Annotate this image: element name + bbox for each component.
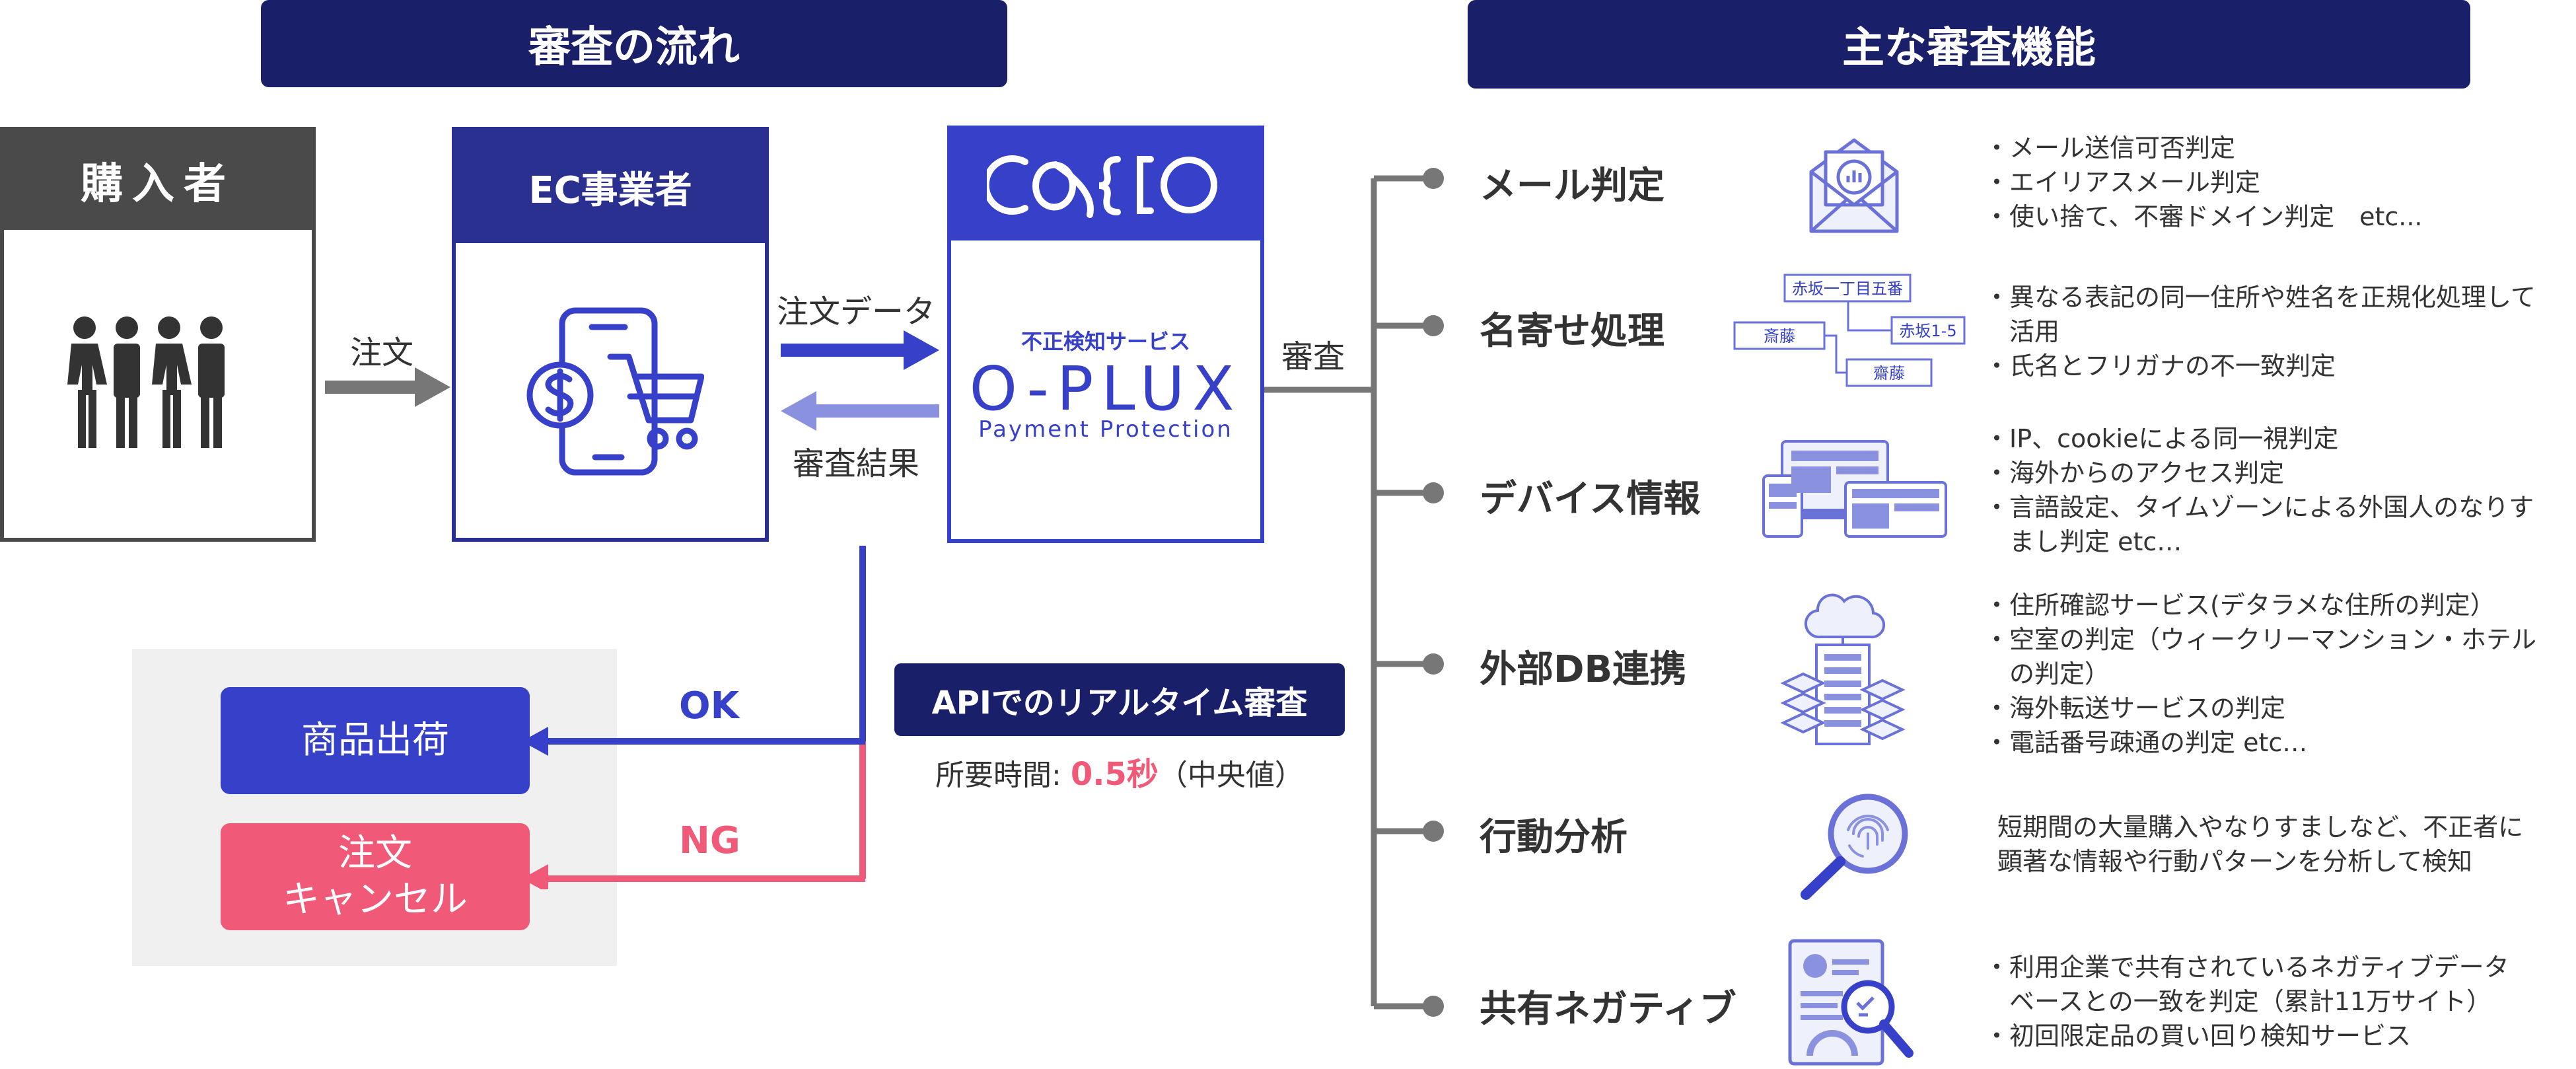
feature-desc-line: ・氏名とフリガナの不一致判定: [1984, 351, 2336, 381]
feature-desc-line: 短期間の大量購入やなりすましなど、不正者に: [1997, 813, 2524, 842]
feature-name-mail: メール判定: [1480, 165, 1664, 207]
feature-desc-line: ・言語設定、タイムゾーンによる外国人のなりす: [1984, 493, 2534, 522]
feature-desc-line: ・初回限定品の買い回り検知サービス: [1984, 1021, 2412, 1051]
devices-icon: [1762, 440, 1947, 538]
ship-button: 商品出荷: [221, 687, 530, 794]
feature-desc-matching: ・異なる表記の同一住所や姓名を正規化処理して 活用・氏名とフリガナの不一致判定: [1984, 280, 2536, 383]
order-data-label: 注文データ: [777, 293, 936, 330]
tagline: Payment Protection: [978, 416, 1233, 443]
feature-desc-line: ・IP、cookieによる同一視判定: [1984, 424, 2339, 453]
feature-desc-line: ベースとの一致を判定（累計11万サイト）: [1984, 987, 2492, 1016]
feature-desc-external-db: ・住所確認サービス(デタラメな住所の判定） ・空室の判定（ウィークリーマンション・…: [1984, 588, 2536, 760]
feature-name-matching: 名寄せ処理: [1480, 310, 1664, 353]
feature-desc-line: 活用: [1984, 317, 2060, 346]
service-label: 不正検知サービス: [1020, 329, 1190, 354]
feature-name-behavior: 行動分析: [1480, 816, 1628, 859]
server-cloud-icon: [1780, 593, 1906, 745]
cancel-line1: 注文: [338, 832, 412, 875]
ok-label: OK: [679, 684, 739, 727]
order-data-arrow: [781, 330, 939, 370]
feature-desc-line: ・エイリアスメール判定: [1984, 168, 2261, 197]
feature-name-external-db: 外部DB連携: [1480, 648, 1687, 691]
api-time-value: 0.5秒: [1070, 756, 1159, 793]
fingerprint-search-icon: [1801, 793, 1908, 900]
oplux-box: 不正検知サービス O-PLUX Payment Protection: [947, 126, 1264, 543]
buyer-box: 購入者: [0, 127, 316, 542]
api-time: 所要時間: 0.5秒（中央値）: [894, 748, 1345, 794]
buyer-title: 購入者: [4, 131, 312, 230]
ok-ng-connector: [522, 546, 866, 889]
feature-desc-line: の判定）: [1984, 659, 2110, 688]
review-label: 審査: [1281, 338, 1345, 375]
feature-connector: [1264, 168, 1444, 1017]
name-label-name-1: 斎藤: [1764, 327, 1795, 346]
feature-desc-mail: ・メール送信可否判定・エイリアスメール判定・使い捨て、不審ドメイン判定 etc.…: [1984, 131, 2423, 234]
feature-name-device: デバイス情報: [1480, 478, 1701, 521]
ec-box: EC事業者: [452, 127, 769, 542]
oplux-name: O-PLUX: [969, 353, 1242, 424]
feature-desc-device: ・IP、cookieによる同一視判定・海外からのアクセス判定・言語設定、タイムゾ…: [1984, 422, 2534, 559]
cacco-logo-icon: [987, 155, 1217, 218]
document-search-icon: [1788, 939, 1914, 1066]
api-time-prefix: 所要時間:: [935, 758, 1071, 792]
ec-title: EC事業者: [456, 131, 765, 243]
feature-desc-line: 顕著な情報や行動パターンを分析して検知: [1997, 847, 2472, 876]
feature-desc-behavior: 短期間の大量購入やなりすましなど、不正者に顕著な情報や行動パターンを分析して検知: [1997, 810, 2523, 879]
name-label-name-2: 齋藤: [1873, 364, 1905, 383]
cacco-logo-area: [951, 129, 1260, 240]
feature-desc-line: ・空室の判定（ウィークリーマンション・ホテル: [1984, 625, 2537, 654]
feature-desc-shared-negative: ・利用企業で共有されているネガティブデータ ベースとの一致を判定（累計11万サイ…: [1984, 950, 2509, 1053]
review-result-label: 審査結果: [793, 445, 920, 482]
feature-desc-line: ・電話番号疎通の判定 etc…: [1984, 728, 2308, 757]
cancel-line2: キャンセル: [283, 878, 468, 921]
feature-desc-line: ・海外転送サービスの判定: [1984, 694, 2286, 723]
order-arrow: [325, 367, 450, 407]
features-header: 主な審査機能: [1468, 0, 2470, 89]
name-matching-icon: 赤坂一丁目五番 赤坂1-5 斎藤 齋藤: [1733, 274, 1966, 387]
cancel-button: 注文 キャンセル: [221, 823, 530, 930]
review-result-arrow: [781, 391, 939, 431]
feature-desc-line: ・海外からのアクセス判定: [1984, 459, 2285, 488]
name-label-address-1: 赤坂一丁目五番: [1792, 279, 1903, 298]
feature-desc-line: ・異なる表記の同一住所や姓名を正規化処理して: [1984, 283, 2536, 312]
api-time-suffix: （中央値）: [1158, 758, 1304, 792]
ng-label: NG: [679, 819, 740, 862]
api-badge: APIでのリアルタイム審査: [894, 663, 1345, 736]
feature-desc-line: ・住所確認サービス(デタラメな住所の判定）: [1984, 591, 2495, 620]
mobile-shopping-icon: [526, 307, 704, 476]
name-label-address-2: 赤坂1-5: [1899, 322, 1956, 340]
flow-header: 審査の流れ: [261, 0, 1007, 87]
order-label: 注文: [350, 334, 414, 371]
feature-name-shared-negative: 共有ネガティブ: [1480, 988, 1736, 1031]
feature-desc-line: ・使い捨て、不審ドメイン判定 etc...: [1984, 202, 2423, 231]
mail-analytics-icon: [1809, 138, 1899, 233]
people-icon: [67, 316, 225, 448]
feature-desc-line: ・利用企業で共有されているネガティブデータ: [1984, 953, 2509, 982]
feature-desc-line: まし判定 etc…: [1984, 527, 2182, 556]
feature-desc-line: ・メール送信可否判定: [1984, 133, 2236, 163]
